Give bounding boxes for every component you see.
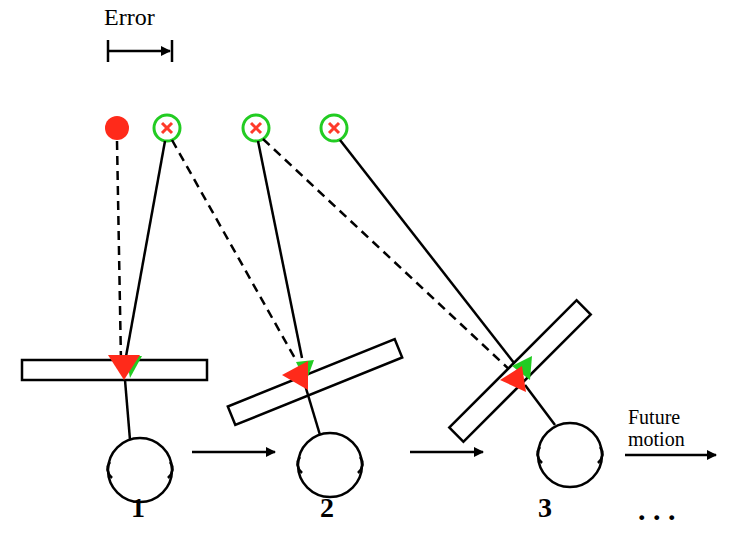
- step-number: 3: [538, 493, 552, 524]
- motion-label: Future motion: [628, 406, 718, 450]
- step-number: 2: [320, 493, 334, 524]
- ellipsis: . . .: [638, 493, 676, 526]
- step-number: 1: [131, 493, 145, 524]
- error-label: Error: [104, 4, 155, 30]
